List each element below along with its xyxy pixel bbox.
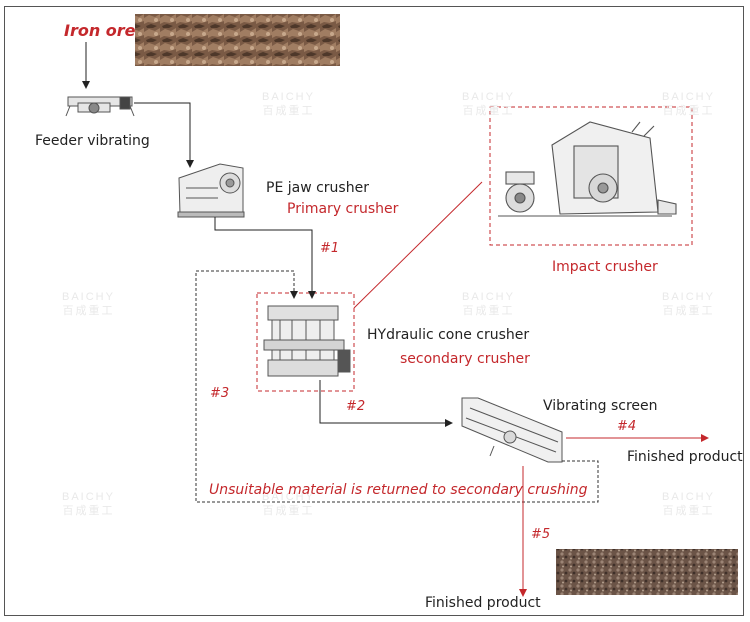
flow-step-2: #2 [346, 399, 366, 414]
finished-product-bottom-label: Finished product [425, 595, 541, 611]
feeder-icon [65, 96, 135, 117]
feeder-label: Feeder vibrating [35, 133, 150, 149]
flow-feeder-to-jaw [134, 102, 194, 168]
finished-product-right-label: Finished product [627, 449, 743, 465]
outer-border [4, 6, 744, 616]
flow-step-3: #3 [210, 386, 230, 401]
vibrating-screen-icon [461, 397, 563, 463]
return-note: Unsuitable material is returned to secon… [209, 482, 588, 498]
iron-ore-title: Iron ore [64, 21, 136, 40]
flow-jaw-to-cone [214, 217, 316, 299]
secondary-crusher-label: secondary crusher [400, 351, 530, 367]
flow-cone-to-screen [319, 380, 453, 427]
flow-step-4: #4 [617, 419, 637, 434]
primary-crusher-label: Primary crusher [287, 201, 399, 217]
cone-crusher-label: HYdraulic cone crusher [367, 327, 530, 343]
finished-product-photo [556, 549, 738, 595]
impact-crusher-icon [498, 121, 677, 217]
impact-crusher-highlight-box [489, 106, 693, 246]
flow-step-5: #5 [531, 527, 551, 542]
jaw-crusher-label: PE jaw crusher [266, 180, 369, 196]
flow-return-loop [195, 270, 599, 503]
impact-crusher-label: Impact crusher [552, 259, 658, 275]
iron-ore-photo [135, 14, 340, 66]
vibrating-screen-label: Vibrating screen [543, 398, 658, 414]
cone-crusher-icon [263, 305, 351, 377]
alternative-connector-line [353, 181, 483, 309]
flow-step-1: #1 [320, 241, 340, 256]
jaw-crusher-icon [177, 163, 245, 218]
